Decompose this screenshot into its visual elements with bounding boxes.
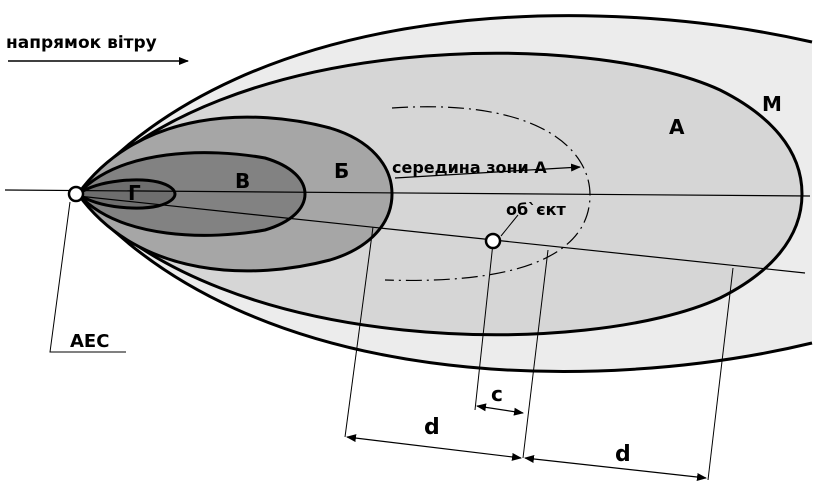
ext-line-1 <box>344 226 374 438</box>
zone-m-label: М <box>762 92 782 116</box>
zone-a-label: А <box>669 115 685 139</box>
dim-c-line <box>476 403 524 416</box>
ext-line-4 <box>707 267 734 481</box>
object-point <box>484 232 502 250</box>
dim-d-right-label: d <box>615 442 631 467</box>
zone-v-label: В <box>235 169 250 193</box>
zone-g-shape <box>75 178 177 210</box>
object-axis <box>77 195 806 274</box>
zone-v-shape <box>75 151 307 237</box>
npp-point <box>67 185 85 203</box>
ext-line-2 <box>522 249 549 459</box>
npp-leader <box>49 201 126 353</box>
wind-direction-label: напрямок вітру <box>6 33 157 53</box>
object-label: об`єкт <box>506 200 567 219</box>
dim-d-left-label: d <box>424 415 440 440</box>
zone-a-middle-arrow <box>394 163 581 179</box>
zone-g-label: Г <box>128 181 141 205</box>
zone-a-middle-label: середина зони А <box>392 158 547 177</box>
zone-b-label: Б <box>334 159 349 183</box>
npp-label: АЕС <box>70 331 109 352</box>
dim-c-label: с <box>491 382 503 406</box>
ext-line-3 <box>474 242 494 411</box>
central-axis <box>4 189 811 197</box>
zone-a-middle-arc <box>384 106 591 282</box>
dim-d-left-line <box>346 434 522 461</box>
object-leader <box>500 214 519 237</box>
dim-d-right-line <box>524 455 707 481</box>
